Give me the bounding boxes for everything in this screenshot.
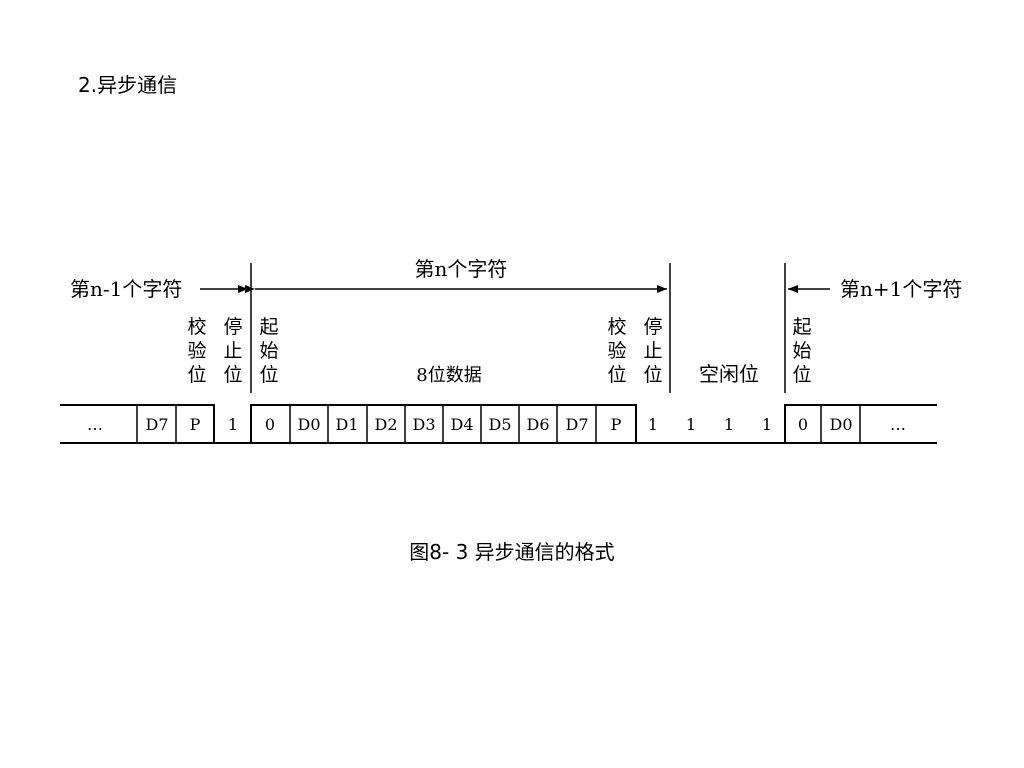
heading: 2.异步通信 (78, 73, 178, 97)
cell-ellipsis-right: … (890, 415, 906, 434)
curr-char-label: 第n个字符 (415, 257, 508, 281)
cell-d7-prev: D7 (145, 415, 168, 434)
label-start: 起始位 (259, 316, 278, 386)
label-parity-prev: 校验位 (187, 316, 206, 386)
cell-d3: D3 (412, 415, 435, 434)
cell-ellipsis-left: … (87, 415, 103, 434)
cell-dividers (136, 405, 861, 443)
cell-d4: D4 (450, 415, 473, 434)
label-idle: 空闲位 (699, 362, 759, 386)
cell-start: 0 (265, 415, 275, 434)
cell-values: … D7 P 1 0 D0 D1 D2 D3 D4 D5 D6 D7 P 1 1… (87, 415, 906, 434)
cell-d0: D0 (297, 415, 320, 434)
cell-idle-1: 1 (686, 415, 696, 434)
label-data-bits: 8位数据 (416, 365, 481, 386)
label-parity: 校验位 (607, 316, 626, 386)
cell-d0-next: D0 (829, 415, 852, 434)
cell-p-prev: P (190, 415, 201, 434)
figure-caption: 图8- 3 异步通信的格式 (409, 540, 615, 564)
cell-d5: D5 (488, 415, 511, 434)
cell-d1: D1 (335, 415, 358, 434)
cell-start-next: 0 (798, 415, 808, 434)
cell-d2: D2 (374, 415, 397, 434)
label-stop-prev: 停止位 (223, 316, 242, 386)
cell-p: P (611, 415, 622, 434)
next-char-label: 第n+1个字符 (840, 277, 962, 301)
cell-d6: D6 (526, 415, 549, 434)
cell-stop: 1 (648, 415, 658, 434)
prev-char-label: 第n-1个字符 (70, 277, 182, 301)
cell-idle-2: 1 (724, 415, 734, 434)
cell-d7: D7 (565, 415, 588, 434)
label-start-next: 起始位 (792, 316, 811, 386)
cell-stop-prev: 1 (228, 415, 238, 434)
label-stop: 停止位 (643, 316, 662, 386)
cell-idle-3: 1 (762, 415, 772, 434)
